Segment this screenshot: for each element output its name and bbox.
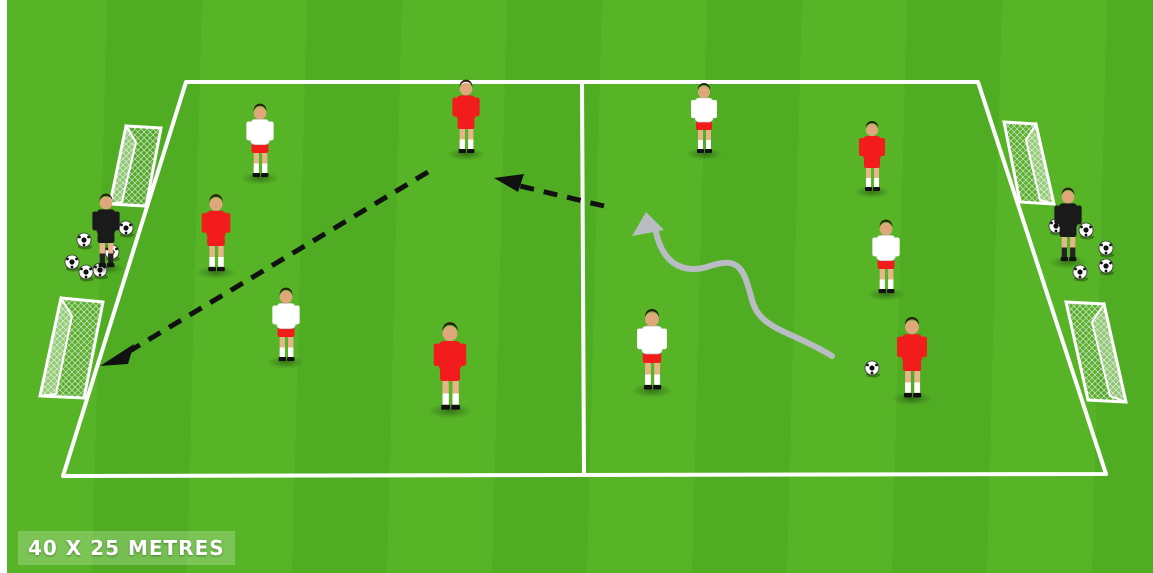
grass-stripe (892, 0, 1002, 573)
ball (65, 255, 80, 272)
halfway-line (582, 82, 584, 475)
ball (865, 361, 880, 378)
ball (1079, 223, 1094, 240)
ball (77, 233, 92, 250)
dimension-label: 40 X 25 METRES (18, 531, 235, 565)
ball (1099, 241, 1114, 258)
grass-stripe (492, 0, 602, 573)
ball (1099, 259, 1114, 276)
ball (119, 221, 134, 238)
grass-stripe (292, 0, 402, 573)
